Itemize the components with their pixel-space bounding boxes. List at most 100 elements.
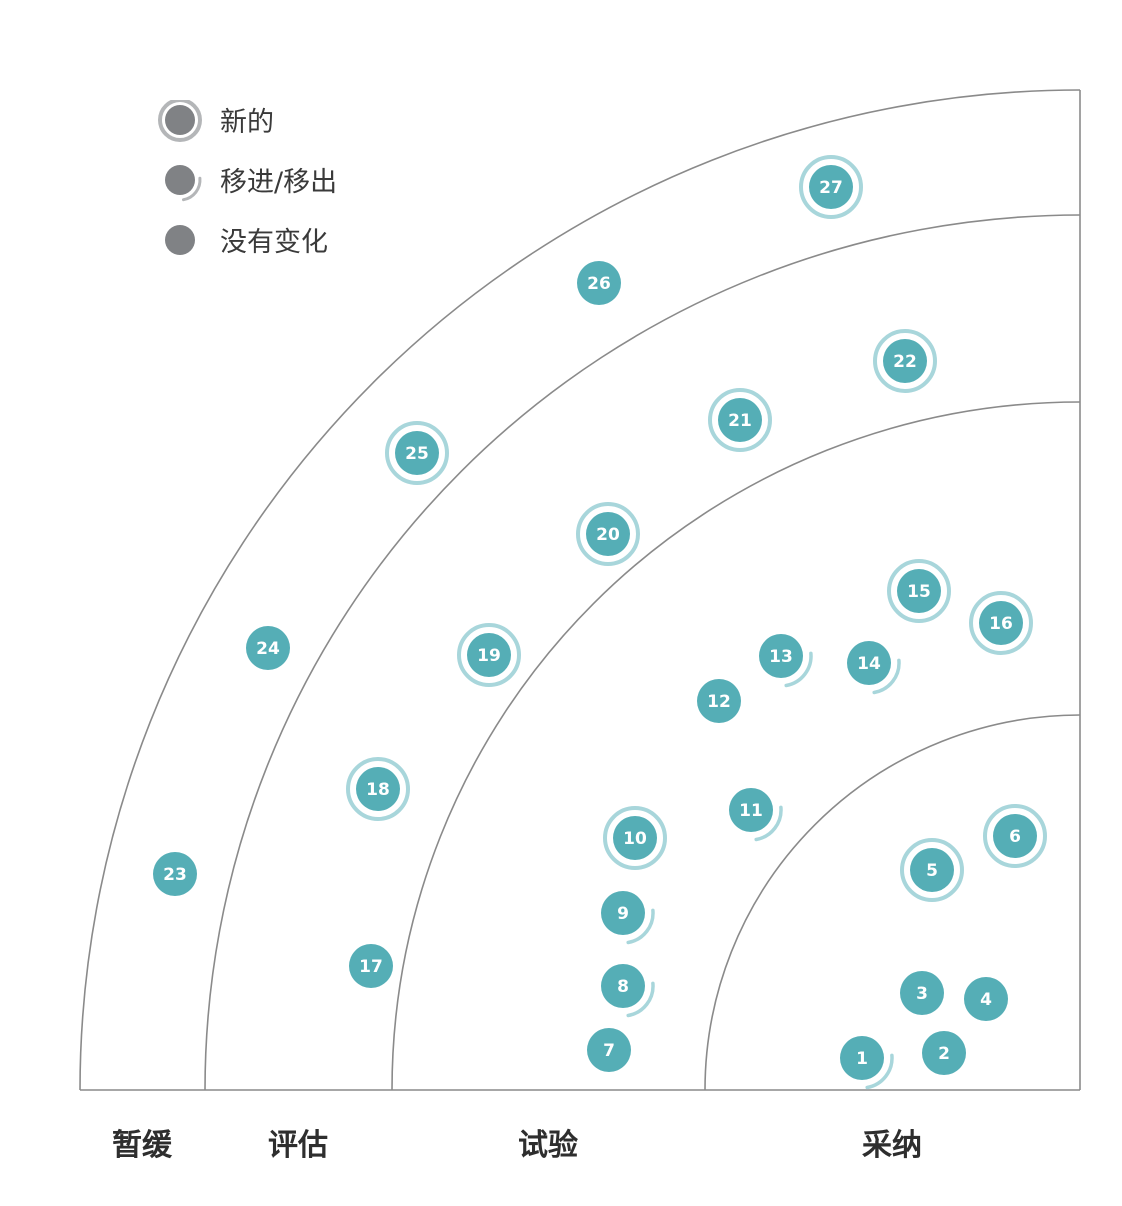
blip-27[interactable]: 27 xyxy=(799,155,863,219)
new-ring-icon xyxy=(799,155,863,219)
blip-18[interactable]: 18 xyxy=(346,757,410,821)
moved-arc-icon xyxy=(872,658,901,695)
blip-number: 17 xyxy=(359,957,383,977)
blip-2[interactable]: 2 xyxy=(922,1031,966,1075)
blip-number: 20 xyxy=(596,525,620,545)
blip-number: 23 xyxy=(163,865,187,885)
blip-dot xyxy=(153,852,197,896)
blip-dot xyxy=(601,964,645,1008)
new-ring-icon xyxy=(457,623,521,687)
arc-hold xyxy=(79,89,1081,1091)
blip-26[interactable]: 26 xyxy=(577,261,621,305)
blip-dot xyxy=(979,601,1023,645)
legend-label-new: 新的 xyxy=(220,107,274,138)
ring-label-adopt: 采纳 xyxy=(862,1128,922,1163)
new-ring-icon xyxy=(346,757,410,821)
arc-assess xyxy=(204,214,1081,1091)
moved-arc-icon xyxy=(754,805,783,842)
blip-number: 8 xyxy=(617,977,629,997)
blip-14[interactable]: 14 xyxy=(847,641,901,695)
blip-5[interactable]: 5 xyxy=(900,838,964,902)
blip-dot xyxy=(601,891,645,935)
blip-number: 2 xyxy=(938,1044,950,1064)
blip-number: 27 xyxy=(819,178,843,198)
blip-dot xyxy=(356,767,400,811)
blip-dot xyxy=(897,569,941,613)
blip-24[interactable]: 24 xyxy=(246,626,290,670)
blip-12[interactable]: 12 xyxy=(697,679,741,723)
blip-dot xyxy=(883,339,927,383)
blip-13[interactable]: 13 xyxy=(759,634,813,688)
blip-number: 22 xyxy=(893,352,917,372)
blip-23[interactable]: 23 xyxy=(153,852,197,896)
blip-20[interactable]: 20 xyxy=(576,502,640,566)
new-ring-icon xyxy=(385,421,449,485)
blip-number: 1 xyxy=(856,1049,868,1069)
blip-dot xyxy=(964,977,1008,1021)
blip-25[interactable]: 25 xyxy=(385,421,449,485)
blip-17[interactable]: 17 xyxy=(349,944,393,988)
ring-label-trial: 试验 xyxy=(518,1128,578,1163)
blip-dot xyxy=(840,1036,884,1080)
blip-number: 4 xyxy=(980,990,992,1010)
blip-number: 19 xyxy=(477,646,501,666)
moved-arc-icon xyxy=(626,908,655,945)
moved-arc-icon xyxy=(784,651,813,688)
blip-3[interactable]: 3 xyxy=(900,971,944,1015)
new-ring-icon xyxy=(873,329,937,393)
blip-dot xyxy=(910,848,954,892)
blip-6[interactable]: 6 xyxy=(983,804,1047,868)
blip-dot xyxy=(587,1028,631,1072)
blip-4[interactable]: 4 xyxy=(964,977,1008,1021)
blip-21[interactable]: 21 xyxy=(708,388,772,452)
blip-number: 14 xyxy=(857,654,881,674)
blip-dot xyxy=(809,165,853,209)
blip-dot xyxy=(847,641,891,685)
blip-number: 11 xyxy=(739,801,763,821)
moved-arc-icon xyxy=(165,165,202,202)
ring-label-hold: 暂缓 xyxy=(112,1128,172,1163)
new-ring-icon xyxy=(900,838,964,902)
blip-number: 6 xyxy=(1009,827,1021,847)
blip-dot xyxy=(697,679,741,723)
blip-number: 5 xyxy=(926,861,938,881)
blip-1[interactable]: 1 xyxy=(840,1036,894,1090)
arc-adopt xyxy=(704,714,1081,1091)
blip-11[interactable]: 11 xyxy=(729,788,783,842)
blip-19[interactable]: 19 xyxy=(457,623,521,687)
legend-label-moved: 移进/移出 xyxy=(220,167,338,198)
blip-dot xyxy=(246,626,290,670)
blip-dot xyxy=(467,633,511,677)
blip-number: 12 xyxy=(707,692,731,712)
legend-label-no-change: 没有变化 xyxy=(220,227,328,258)
blip-number: 9 xyxy=(617,904,629,924)
blip-dot xyxy=(586,512,630,556)
new-ring-icon xyxy=(887,559,951,623)
blip-dot xyxy=(718,398,762,442)
blip-number: 13 xyxy=(769,647,793,667)
blip-number: 16 xyxy=(989,614,1013,634)
blip-dot xyxy=(349,944,393,988)
arc-trial xyxy=(391,401,1081,1091)
moved-arc-icon xyxy=(626,981,655,1018)
new-ring-icon xyxy=(158,100,202,142)
blip-7[interactable]: 7 xyxy=(587,1028,631,1072)
blip-dot xyxy=(613,816,657,860)
blip-22[interactable]: 22 xyxy=(873,329,937,393)
blip-9[interactable]: 9 xyxy=(601,891,655,945)
blip-8[interactable]: 8 xyxy=(601,964,655,1018)
blip-dot xyxy=(759,634,803,678)
moved-arc-icon xyxy=(865,1053,894,1090)
blip-number: 21 xyxy=(728,411,752,431)
blip-15[interactable]: 15 xyxy=(887,559,951,623)
blip-dot xyxy=(395,431,439,475)
new-ring-icon xyxy=(708,388,772,452)
blip-number: 15 xyxy=(907,582,931,602)
blip-number: 10 xyxy=(623,829,647,849)
blip-16[interactable]: 16 xyxy=(969,591,1033,655)
new-ring-icon xyxy=(603,806,667,870)
blip-10[interactable]: 10 xyxy=(603,806,667,870)
blip-dot xyxy=(900,971,944,1015)
